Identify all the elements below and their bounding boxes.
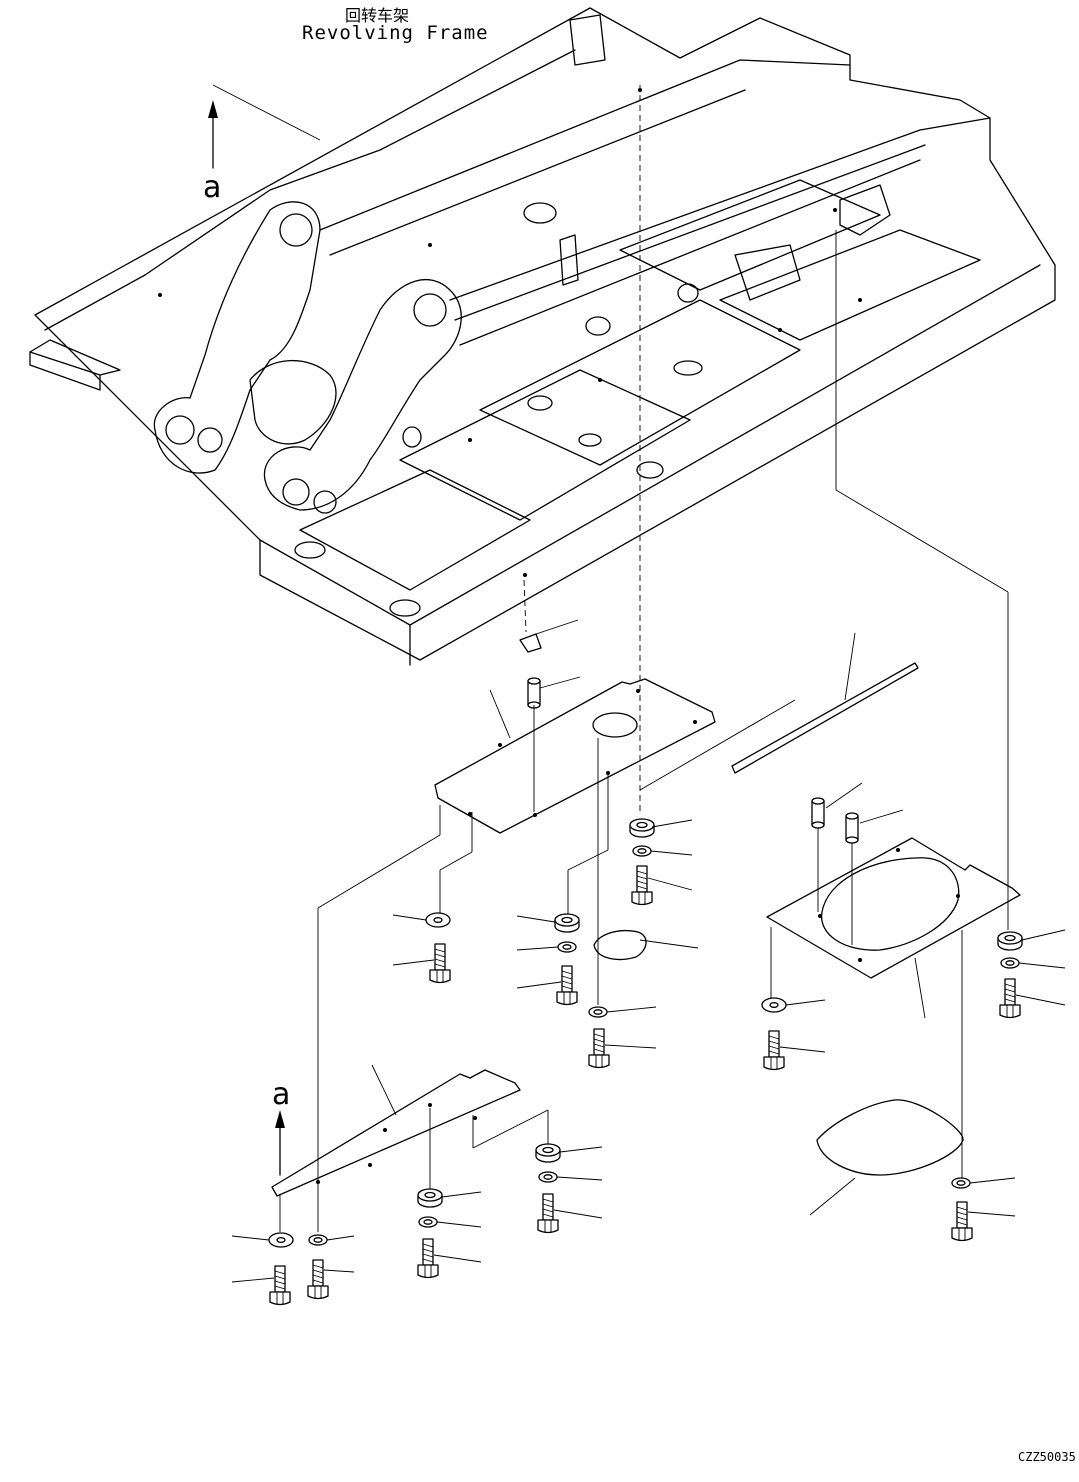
hardware-lower-center — [417, 1188, 482, 1279]
hardware-center-left — [516, 913, 580, 1006]
hardware-lower-left-1 — [231, 1232, 294, 1306]
cover-plate-upper — [434, 678, 716, 834]
hardware-center-right — [629, 818, 693, 906]
view-arrow-bottom — [275, 1110, 285, 1176]
hardware-right-plate — [761, 997, 826, 1071]
cover-plate-right — [766, 837, 1021, 1019]
frame-title-chinese: 回转车架 — [345, 6, 410, 25]
view-arrow-top — [208, 84, 321, 169]
hardware-center-bottom — [588, 1006, 657, 1069]
plug-part — [519, 579, 579, 653]
view-marker-a-top: a — [203, 170, 222, 205]
cover-plate-bottom-right — [809, 1099, 964, 1216]
hardware-far-right — [997, 929, 1066, 1019]
seal-strip — [731, 632, 919, 774]
figure-code: CZZ50035 — [1018, 1450, 1076, 1464]
frame-title-english: Revolving Frame — [302, 22, 489, 44]
pin-right-1 — [811, 782, 863, 912]
cover-plate-lower — [271, 1064, 521, 1197]
view-marker-a-bottom: a — [272, 1077, 291, 1112]
hardware-lower-left-2 — [307, 1234, 355, 1300]
hardware-left-top — [392, 912, 451, 984]
pin-right-2 — [845, 809, 904, 945]
hardware-lower-middle — [535, 1143, 603, 1234]
small-cover — [593, 930, 699, 961]
leader-lines — [279, 85, 1009, 1232]
revolving-frame-drawing — [29, 7, 1056, 666]
hardware-bottom-right — [951, 1177, 1016, 1242]
pin-upper — [527, 676, 581, 812]
